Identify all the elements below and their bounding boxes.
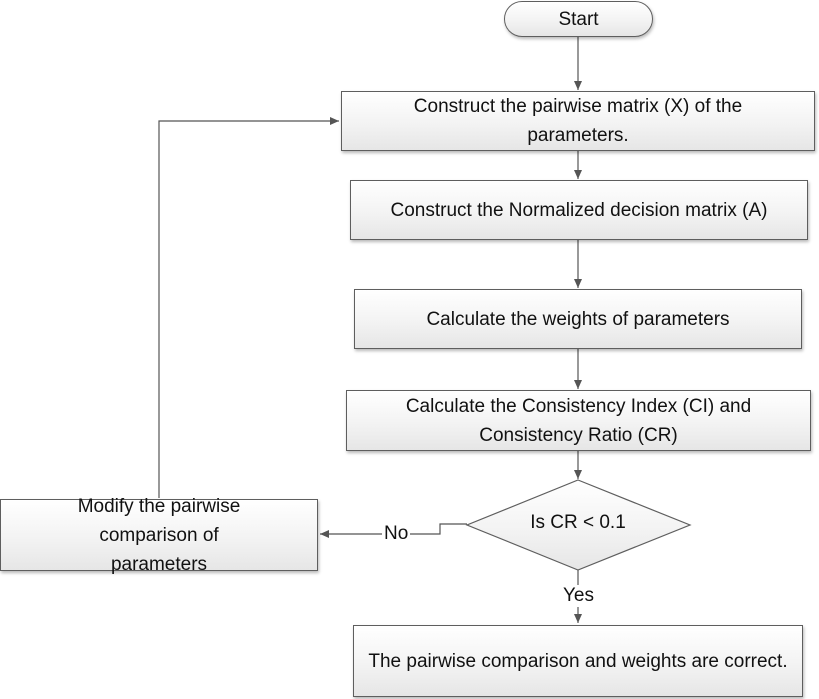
normalized-matrix-step: Construct the Normalized decision matrix… bbox=[350, 180, 808, 240]
edge-label-yes: Yes bbox=[561, 585, 596, 607]
decision-diamond bbox=[465, 479, 692, 571]
result-correct-step: The pairwise comparison and weights are … bbox=[353, 625, 803, 697]
arrow-modify-loop-to-pairwise bbox=[158, 117, 339, 498]
edge-label-no: No bbox=[382, 523, 411, 545]
start-node: Start bbox=[504, 1, 653, 37]
arrow-decision-no-to-modify bbox=[320, 523, 467, 538]
consistency-index-step: Calculate the Consistency Index (CI) and… bbox=[346, 390, 811, 451]
calculate-weights-step: Calculate the weights of parameters bbox=[354, 289, 802, 349]
decision-label: Is CR < 0.1 bbox=[530, 512, 626, 533]
modify-comparison-step: Modify the pairwise comparison of parame… bbox=[0, 496, 318, 575]
construct-pairwise-matrix-step: Construct the pairwise matrix (X) of the… bbox=[341, 91, 815, 151]
